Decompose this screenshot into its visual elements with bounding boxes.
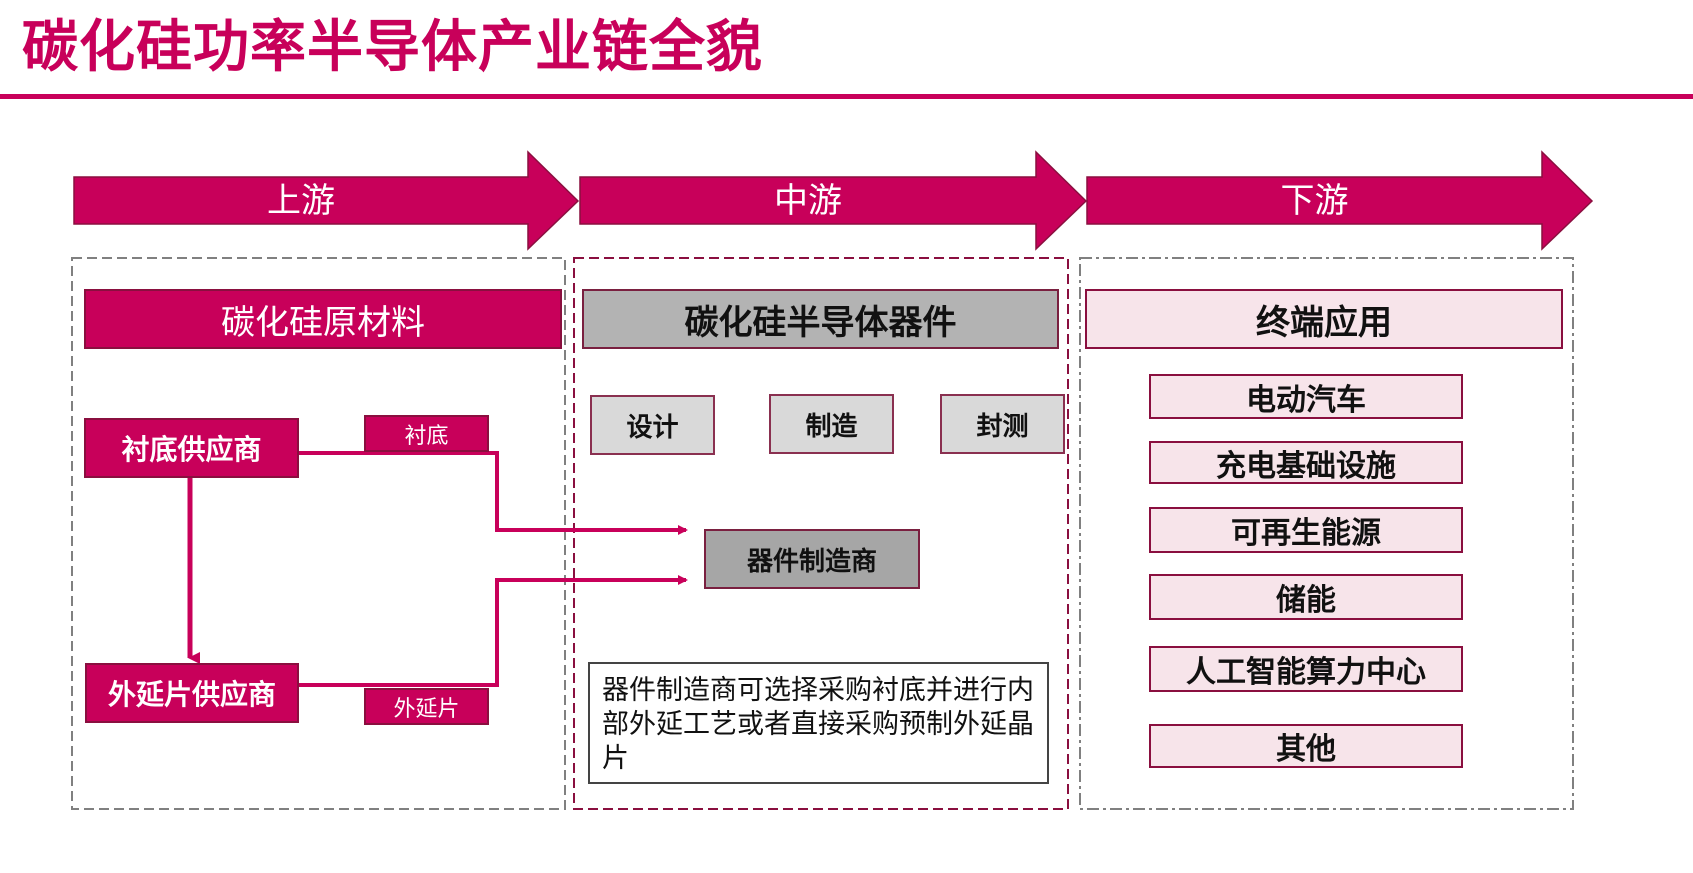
stage-arrow-upstream bbox=[73, 150, 580, 251]
device-maker-note: 器件制造商可选择采购衬底并进行内部外延工艺或者直接采购预制外延晶片 bbox=[588, 662, 1049, 784]
midstream-frame bbox=[573, 257, 1069, 810]
stage-arrow-midstream bbox=[579, 150, 1088, 251]
app-ai-computing-center: 人工智能算力中心 bbox=[1149, 646, 1463, 692]
stage-label-upstream: 上游 bbox=[267, 181, 335, 221]
app-energy-storage: 储能 bbox=[1149, 574, 1463, 620]
app-electric-vehicles: 电动汽车 bbox=[1149, 374, 1463, 419]
page-title: 碳化硅功率半导体产业链全貌 bbox=[22, 15, 763, 80]
substrate-supplier-box: 衬底供应商 bbox=[84, 418, 299, 478]
app-renewable-energy: 可再生能源 bbox=[1149, 507, 1463, 553]
stage-label-downstream: 下游 bbox=[1280, 181, 1349, 221]
app-other: 其他 bbox=[1149, 724, 1463, 768]
epi-to-maker-connector bbox=[298, 575, 688, 687]
step-manufacturing: 制造 bbox=[769, 394, 894, 454]
step-design: 设计 bbox=[590, 395, 715, 455]
step-packaging-testing: 封测 bbox=[940, 394, 1065, 454]
epi-tag: 外延片 bbox=[364, 688, 489, 725]
stage-label-midstream: 中游 bbox=[774, 181, 842, 221]
downstream-frame bbox=[1079, 257, 1574, 810]
app-charging-infrastructure: 充电基础设施 bbox=[1149, 441, 1463, 484]
epi-supplier-box: 外延片供应商 bbox=[85, 663, 299, 723]
substrate-tag: 衬底 bbox=[364, 415, 489, 452]
stage-arrow-downstream bbox=[1086, 150, 1594, 251]
downstream-header: 终端应用 bbox=[1085, 289, 1563, 349]
midstream-header: 碳化硅半导体器件 bbox=[582, 289, 1059, 349]
upstream-frame bbox=[71, 257, 566, 810]
substrate-to-maker-connector bbox=[298, 451, 688, 535]
device-maker-box: 器件制造商 bbox=[704, 529, 920, 589]
title-divider bbox=[0, 94, 1693, 99]
upstream-header: 碳化硅原材料 bbox=[84, 289, 562, 349]
